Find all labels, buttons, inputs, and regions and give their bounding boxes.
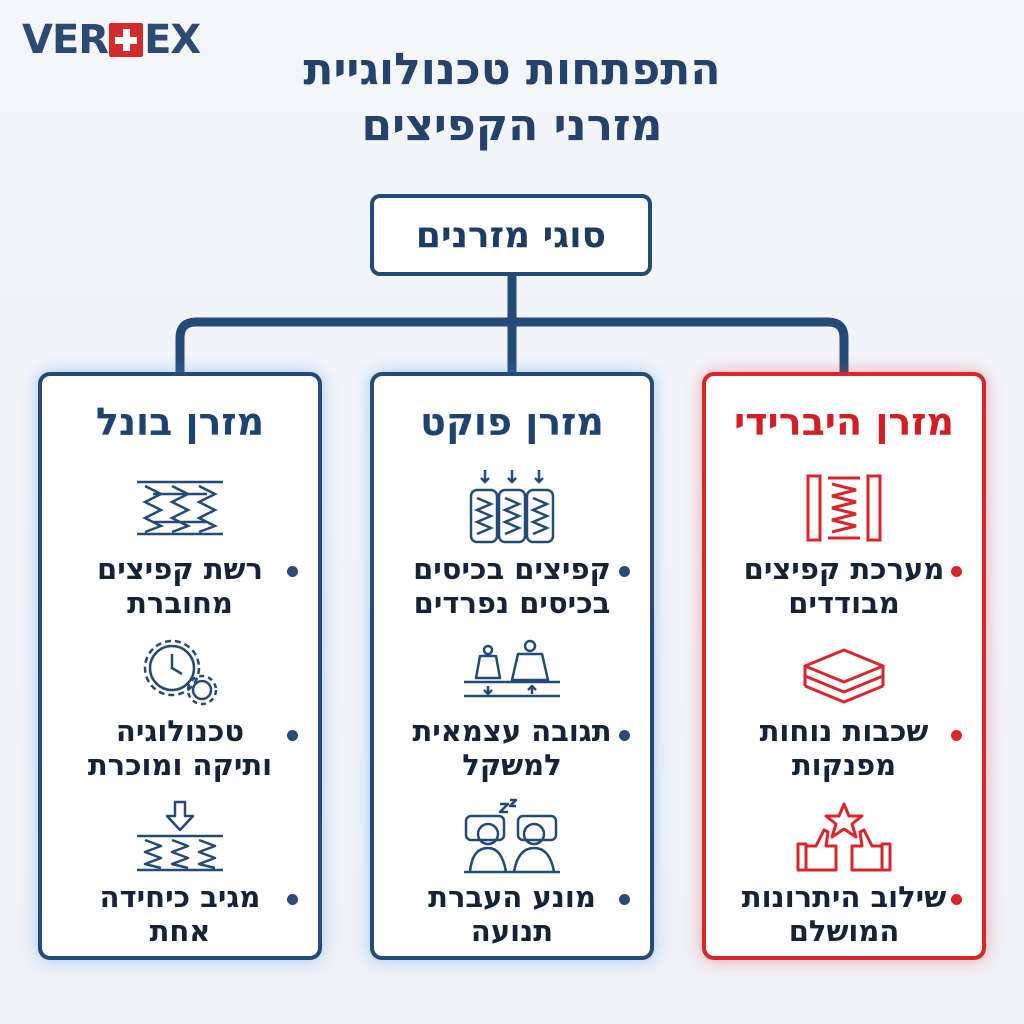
- bullet: [951, 894, 962, 905]
- unit-response-icon: [137, 800, 223, 872]
- hybrid-item-2: שכבות נוחות מפנקות: [722, 714, 966, 782]
- title-line-2: מזרני הקפיצים: [361, 100, 663, 151]
- hybrid-item-1-line1: מערכת קפיצים: [743, 552, 945, 586]
- hybrid-item-1: מערכת קפיצים מבודדים: [722, 552, 966, 620]
- bullet: [951, 566, 962, 577]
- logo-text-left: VER: [22, 17, 109, 63]
- bullet: [951, 730, 962, 741]
- hybrid-item-1-line2: מבודדים: [788, 586, 900, 620]
- bullet: [287, 730, 298, 741]
- bonnell-item-2-line1: טכנולוגיה: [115, 714, 245, 748]
- clock-gears-icon: [143, 639, 218, 706]
- bonnell-item-3-line1: מגיב כיחידה: [99, 880, 261, 914]
- hybrid-item-3: שילוב היתרונות המושלם: [722, 880, 966, 948]
- pocket-item-1-line1: קפיצים בכיסים: [413, 552, 611, 586]
- bonnell-item-1: רשת קפיצים מחוברת: [58, 552, 302, 620]
- bonnell-item-2-line2: ותיקה ומוכרת: [87, 748, 273, 782]
- bullet: [619, 566, 630, 577]
- sleeping-couple-icon: [464, 798, 560, 874]
- bonnell-item-3-line2: אחת: [149, 914, 211, 948]
- pocket-item-1-line2: בכיסים נפרדים: [413, 586, 611, 620]
- isolated-springs-icon: [806, 474, 882, 542]
- hybrid-item-2-line2: מפנקות: [791, 748, 897, 782]
- card-title-bonnell: מזרן בונל: [95, 400, 265, 444]
- page-title: התפתחות טכנולוגיית מזרני הקפיצים: [160, 42, 864, 154]
- title-line-1: התפתחות טכנולוגיית: [303, 44, 721, 95]
- pocket-item-2-line1: תגובה עצמאית: [412, 714, 612, 748]
- pocket-item-3: מונע העברת תנועה: [390, 880, 634, 948]
- card-bonnell: מזרן בונל רשת קפיצים מחוברת טכנולוגיה ות…: [38, 372, 322, 960]
- comfort-layers-icon: [803, 648, 885, 704]
- bullet: [287, 566, 298, 577]
- bonnell-item-1-line1: רשת קפיצים: [97, 552, 263, 586]
- pocket-item-1: קפיצים בכיסים בכיסים נפרדים: [390, 552, 634, 620]
- bullet: [287, 894, 298, 905]
- weights-icon: [464, 639, 560, 698]
- hybrid-item-2-line1: שכבות נוחות: [759, 714, 929, 748]
- connected-springs-icon: [137, 480, 223, 536]
- pocket-item-2: תגובה עצמאית למשקל: [390, 714, 634, 782]
- hybrid-item-3-line2: המושלם: [788, 914, 900, 948]
- pocket-springs-icon: [469, 470, 555, 544]
- root-node: סוגי מזרנים: [370, 194, 652, 276]
- logo-text-right: EX: [144, 17, 201, 63]
- pocket-item-3-line1: מונע העברת: [428, 880, 596, 914]
- root-label: סוגי מזרנים: [415, 214, 607, 256]
- card-title-hybrid: מזרן היברידי: [734, 400, 954, 444]
- pocket-item-3-line2: תנועה: [470, 914, 554, 948]
- bonnell-item-1-line2: מחוברת: [127, 586, 233, 620]
- thumbs-up-star-icon: [796, 802, 892, 872]
- bullet: [619, 730, 630, 741]
- pocket-item-2-line2: למשקל: [462, 748, 562, 782]
- red-cross-icon: [109, 23, 144, 57]
- bonnell-item-3: מגיב כיחידה אחת: [58, 880, 302, 948]
- bonnell-item-2: טכנולוגיה ותיקה ומוכרת: [58, 714, 302, 782]
- card-pocket: מזרן פוקט קפיצים בכיסים בכיסים נפרדים: [370, 372, 654, 960]
- card-title-pocket: מזרן פוקט: [420, 400, 604, 444]
- hybrid-item-3-line1: שילוב היתרונות: [741, 880, 947, 914]
- card-hybrid: מזרן היברידי מערכת קפיצים מבודדים שכבות …: [702, 372, 986, 960]
- brand-logo: VER EX: [22, 17, 201, 63]
- bullet: [619, 894, 630, 905]
